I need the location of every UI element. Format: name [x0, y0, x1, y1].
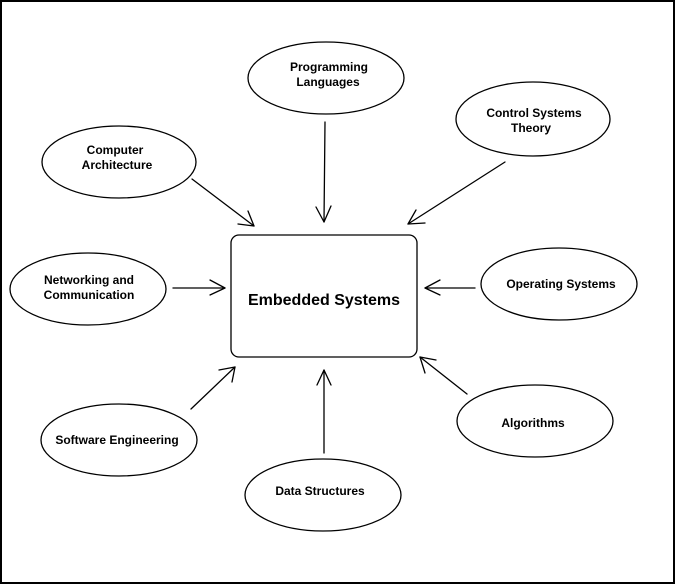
node-control-systems-theory: Control Systems Theory [455, 81, 611, 157]
node-label-line: Languages [296, 75, 360, 89]
edge-data-structures [316, 369, 332, 454]
node-computer-architecture: Computer Architecture [41, 125, 197, 199]
node-label-line: Architecture [82, 158, 153, 172]
center-node: Embedded Systems [230, 234, 418, 358]
edge-networking-and-communication [172, 279, 226, 296]
node-label-line: Computer [87, 143, 144, 157]
node-software-engineering: Software Engineering [40, 403, 198, 477]
node-label-line: Algorithms [501, 416, 565, 430]
node-label-line: Theory [511, 121, 551, 135]
node-label-line: Data Structures [275, 484, 365, 498]
edge-algorithms [419, 356, 468, 395]
edges [172, 121, 506, 454]
node-label-line: Networking and [44, 273, 134, 287]
node-algorithms: Algorithms [456, 384, 614, 458]
edge-programming-languages [315, 121, 332, 223]
node-label-line: Software Engineering [55, 433, 178, 447]
node-networking-and-communication: Networking and Communication [9, 252, 167, 326]
edge-software-engineering [190, 366, 236, 410]
node-operating-systems: Operating Systems [480, 247, 638, 321]
node-label-line: Control Systems [486, 106, 582, 120]
node-label-line: Operating Systems [506, 277, 616, 291]
edge-control-systems-theory [407, 161, 506, 225]
node-label-line: Programming [290, 60, 368, 74]
edge-operating-systems [424, 279, 476, 296]
node-programming-languages: Programming Languages [247, 41, 405, 115]
center-node-label: Embedded Systems [248, 292, 400, 309]
node-label-line: Communication [44, 288, 135, 302]
edge-computer-architecture [191, 178, 255, 227]
node-data-structures: Data Structures [244, 458, 402, 532]
